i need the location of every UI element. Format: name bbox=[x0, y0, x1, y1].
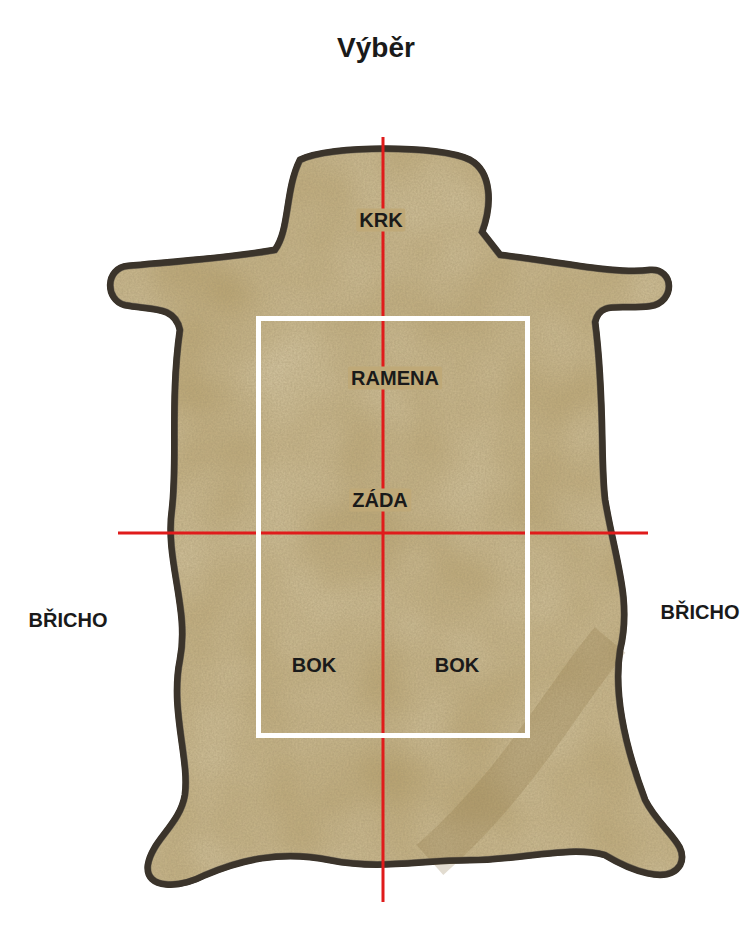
selection-frame: RAMENA ZÁDA BOK BOK bbox=[256, 316, 530, 738]
diagram-title: Výběr bbox=[337, 32, 415, 64]
region-label: BŘICHO bbox=[661, 601, 740, 624]
region-label: RAMENA bbox=[348, 367, 442, 390]
region-label: KRK bbox=[356, 209, 405, 232]
region-label: ZÁDA bbox=[349, 489, 411, 512]
region-label: BŘICHO bbox=[29, 609, 108, 632]
region-label: BOK bbox=[292, 654, 336, 677]
region-label: BOK bbox=[435, 654, 479, 677]
axis-line bbox=[382, 137, 385, 902]
axis-line bbox=[118, 532, 648, 535]
